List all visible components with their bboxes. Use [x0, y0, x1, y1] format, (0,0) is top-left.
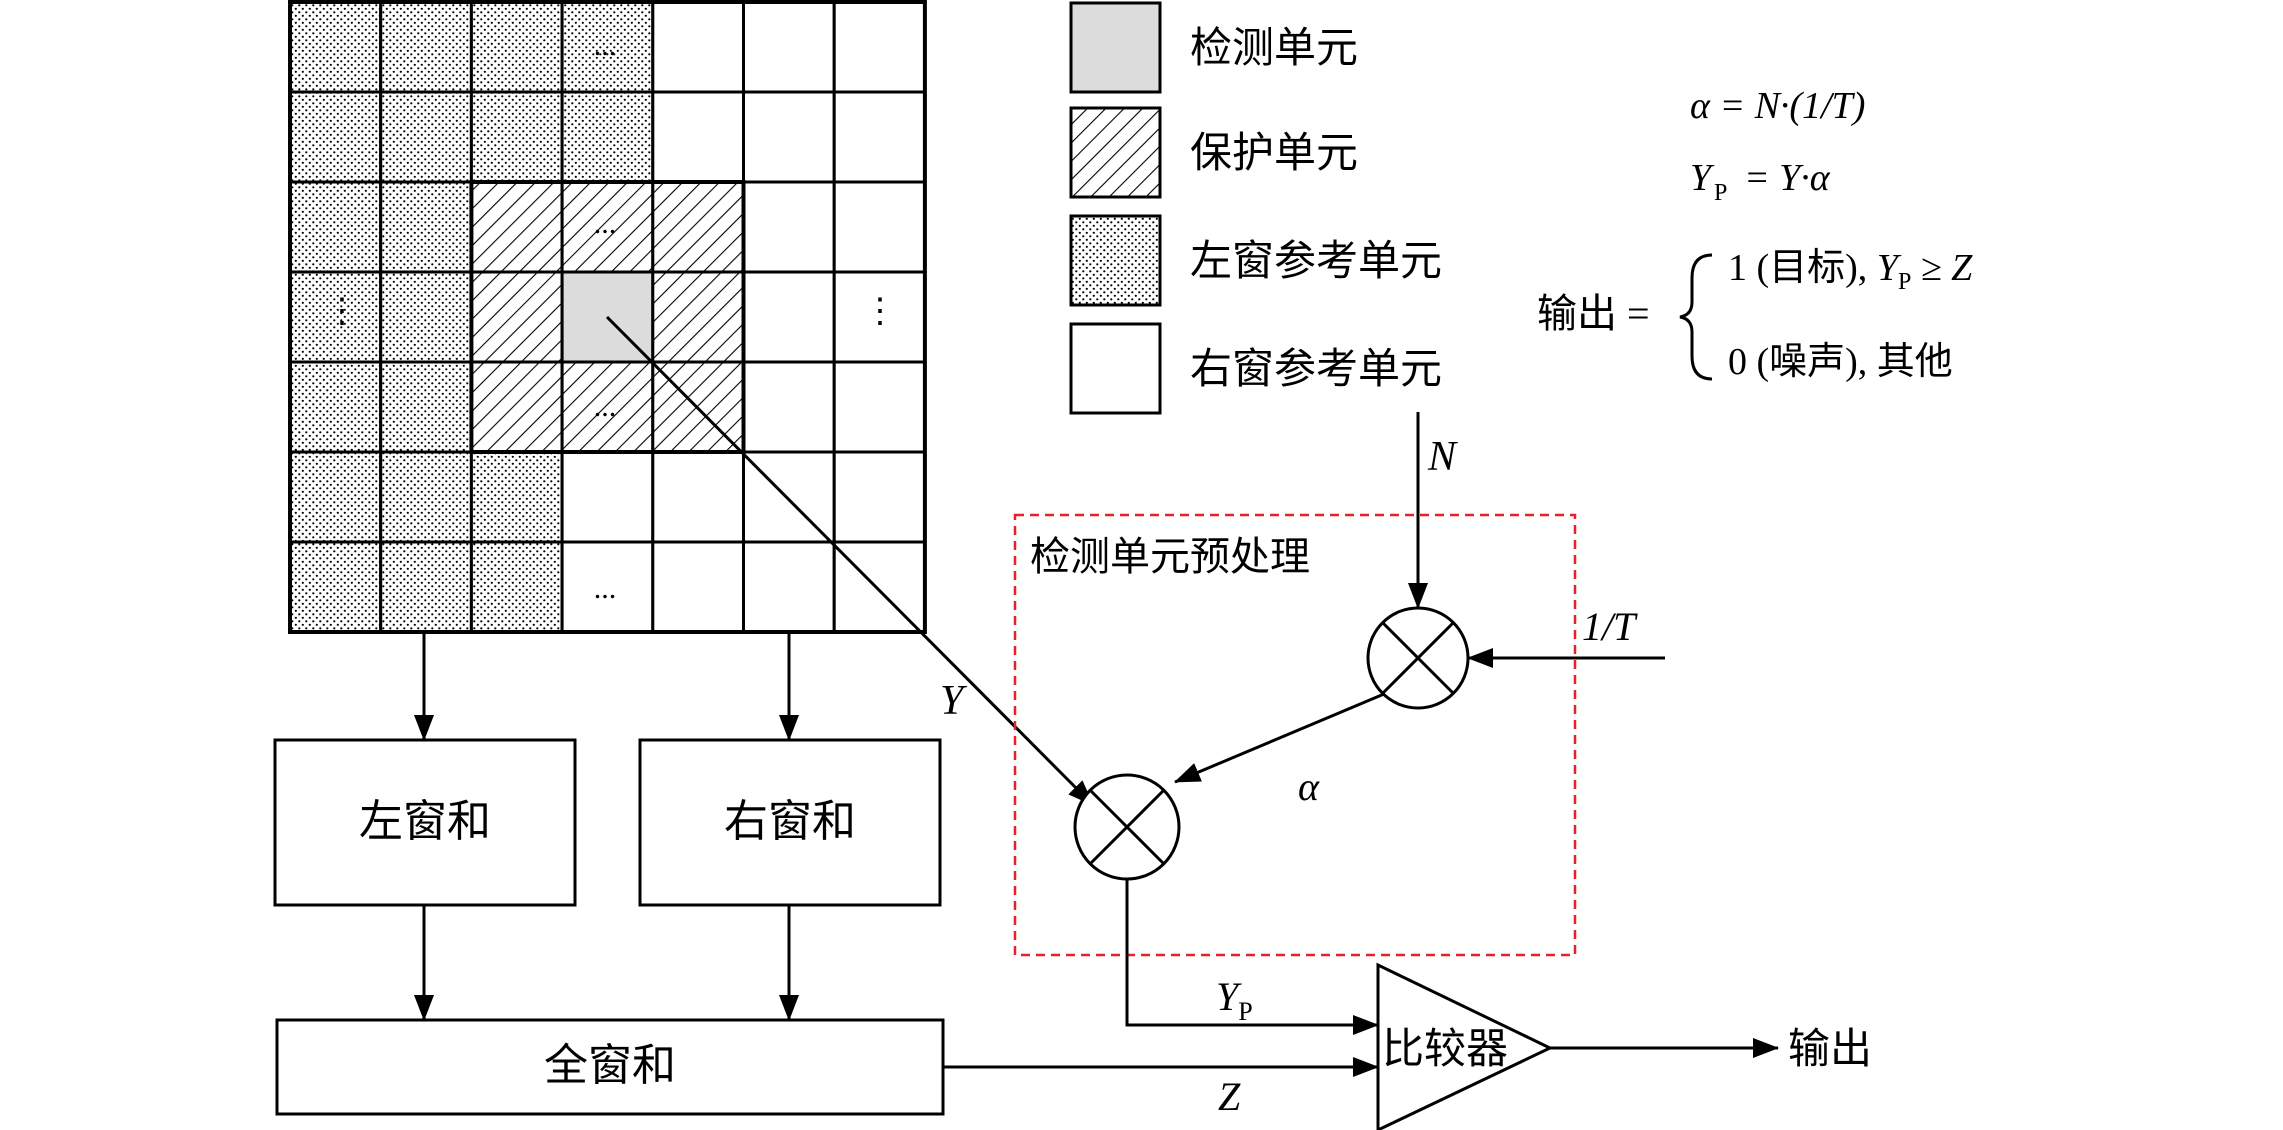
- legend: 检测单元 保护单元 左窗参考单元 右窗参考单元: [1069, 1, 1442, 415]
- label-inv-t: 1/T: [1582, 604, 1638, 649]
- ellipsis-top: ...: [594, 29, 617, 62]
- left-sum-block: [273, 738, 577, 907]
- legend-swatch-left: [1069, 214, 1162, 307]
- formulas: α = N·(1/T) Y P = Y·α 输出 = 1 (目标), YP ≥ …: [1537, 85, 1973, 383]
- left-ref-cell: [288, 360, 383, 454]
- ellipsis-bottom: ...: [594, 572, 617, 605]
- grid-ellipses: ... ... ... ... ⋮ ⋮: [325, 29, 897, 605]
- left-ref-cell: [379, 360, 473, 454]
- left-ref-cell: [288, 270, 383, 364]
- left-ref-cell: [469, 0, 564, 94]
- ellipsis-left: ⋮: [325, 293, 359, 330]
- label-z: Z: [1218, 1074, 1241, 1119]
- ellipsis-guard-top: ...: [594, 207, 617, 240]
- legend-swatch-guard: [1069, 106, 1162, 199]
- label-y: Y: [940, 678, 968, 724]
- right-ref-cell: [742, 450, 836, 544]
- guard-cell: [469, 180, 564, 274]
- right-ref-cell: [742, 90, 836, 184]
- right-ref-cell: [832, 90, 927, 184]
- legend-swatch-detect: [1069, 1, 1162, 94]
- left-ref-cell: [379, 270, 473, 364]
- right-ref-cell: [651, 450, 745, 544]
- formula-alpha: α = N·(1/T): [1690, 85, 1865, 127]
- left-ref-cell: [288, 540, 383, 634]
- left-ref-cell: [469, 450, 564, 544]
- left-ref-cell: [288, 450, 383, 544]
- left-sum-label: 左窗和: [359, 797, 491, 846]
- right-ref-cell: [832, 180, 927, 274]
- formula-case2: 0 (噪声), 其他: [1728, 341, 1953, 383]
- legend-label-right: 右窗参考单元: [1190, 346, 1442, 393]
- left-ref-cell: [379, 540, 473, 634]
- comparator-label: 比较器: [1382, 1026, 1508, 1073]
- formula-output-label: 输出 =: [1537, 291, 1650, 336]
- formula-yp-y: Y: [1690, 157, 1715, 199]
- multiplier-bottom: [1073, 773, 1181, 881]
- reference-window-grid: [288, 0, 927, 634]
- legend-label-left: 左窗参考单元: [1190, 238, 1442, 285]
- right-sum-label: 右窗和: [724, 797, 856, 846]
- right-ref-cell: [832, 0, 927, 94]
- formula-case1: 1 (目标), YP ≥ Z: [1728, 247, 1973, 295]
- ellipsis-right: ⋮: [863, 293, 897, 330]
- comparator: 比较器: [1376, 962, 1554, 1130]
- formula-brace: [1679, 253, 1713, 381]
- left-ref-cell: [379, 90, 473, 184]
- right-ref-cell: [651, 0, 745, 94]
- left-ref-cell: [379, 450, 473, 544]
- right-ref-cell: [560, 450, 655, 544]
- output-label: 输出: [1788, 1027, 1872, 1073]
- preprocess-label: 检测单元预处理: [1030, 534, 1310, 579]
- right-ref-cell: [651, 540, 745, 634]
- guard-cell: [651, 270, 745, 364]
- sum-blocks: 左窗和 右窗和 全窗和: [273, 632, 945, 1116]
- right-ref-cell: [651, 90, 745, 184]
- left-ref-cell: [288, 180, 383, 274]
- left-ref-cell: [379, 0, 473, 94]
- left-ref-cell: [469, 540, 564, 634]
- legend-label-detect: 检测单元: [1190, 25, 1358, 72]
- right-ref-cell: [742, 0, 836, 94]
- right-ref-cell: [560, 540, 655, 634]
- left-ref-cell: [469, 90, 564, 184]
- guard-region-outline: [469, 180, 746, 454]
- preprocess-box: 检测单元预处理: [1013, 513, 1577, 957]
- right-ref-cell: [832, 540, 927, 634]
- guard-cell: [651, 180, 745, 274]
- formula-yp-sub: P: [1714, 180, 1727, 206]
- right-ref-cell: [832, 360, 927, 454]
- left-ref-cell: [560, 90, 655, 184]
- right-ref-cell: [742, 270, 836, 364]
- left-ref-cell: [288, 90, 383, 184]
- right-ref-cell: [742, 180, 836, 274]
- label-alpha: α: [1298, 764, 1320, 809]
- ellipsis-guard-bottom: ...: [594, 390, 617, 423]
- left-ref-cell: [288, 0, 383, 94]
- label-yp: YP: [1216, 974, 1253, 1026]
- guard-cell: [469, 270, 564, 364]
- right-ref-cell: [832, 450, 927, 544]
- formula-yp-rhs: = Y·α: [1744, 157, 1831, 199]
- label-n: N: [1427, 434, 1458, 480]
- right-ref-cell: [742, 360, 836, 454]
- legend-label-guard: 保护单元: [1190, 131, 1358, 177]
- right-ref-cell: [742, 540, 836, 634]
- legend-swatch-right: [1069, 322, 1162, 415]
- guard-cell: [469, 360, 564, 454]
- total-sum-label: 全窗和: [544, 1041, 676, 1090]
- left-ref-cell: [379, 180, 473, 274]
- grid-outline: [288, 0, 927, 634]
- signal-y-line: Y: [605, 315, 1095, 807]
